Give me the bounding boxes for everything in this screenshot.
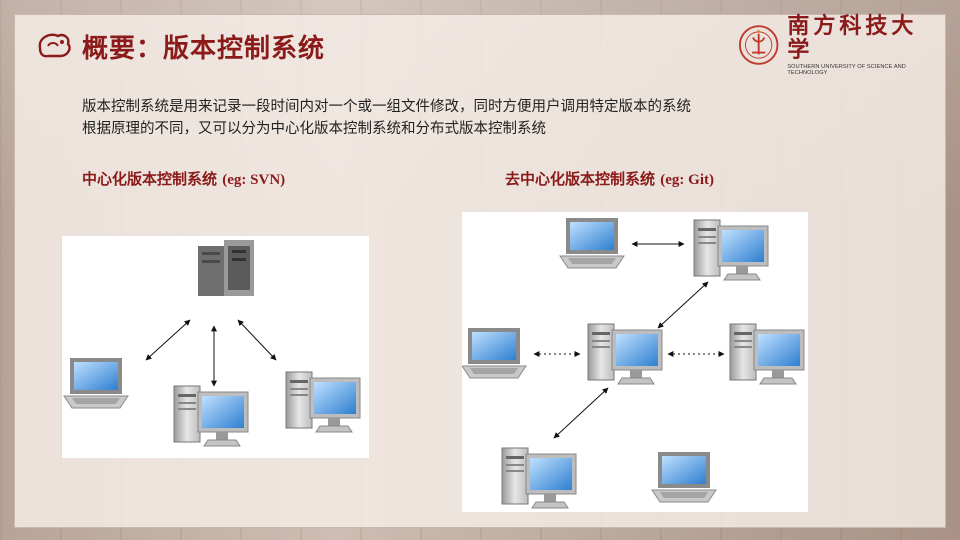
desktop-icon <box>693 219 769 281</box>
university-logo: 南方科技大学 SOUTHERN UNIVERSITY OF SCIENCE AN… <box>738 14 938 76</box>
distributed-diagram <box>462 212 808 512</box>
page-title: 概要：版本控制系统 <box>82 33 326 64</box>
logo-english-name: SOUTHERN UNIVERSITY OF SCIENCE AND TECHN… <box>787 64 906 76</box>
centralized-label: 中心化版本控制系统 <box>82 170 218 188</box>
university-seal-icon <box>738 25 779 65</box>
double-arrow-icon <box>237 319 277 361</box>
server-icon <box>198 240 254 296</box>
desktop-icon <box>173 385 249 447</box>
title-icon <box>38 33 71 58</box>
laptop-icon <box>462 327 527 379</box>
distributed-example: (eg: Git) <box>660 172 714 188</box>
desktop-icon <box>501 447 577 509</box>
double-arrow-icon <box>657 281 709 329</box>
title-row: 概要：版本控制系统 <box>34 26 325 66</box>
desktop-icon <box>587 323 663 385</box>
distributed-label: 去中心化版本控制系统 <box>505 170 656 188</box>
double-arrow-icon <box>553 387 609 439</box>
centralized-heading: 中心化版本控制系统 (eg: SVN) <box>82 168 285 189</box>
centralized-diagram <box>62 236 369 458</box>
laptop-icon <box>63 357 129 409</box>
description-line-1: 版本控制系统是用来记录一段时间内对一个或一组文件修改，同时方便用户调用特定版本的… <box>82 99 691 115</box>
description: 版本控制系统是用来记录一段时间内对一个或一组文件修改，同时方便用户调用特定版本的… <box>82 96 882 140</box>
double-arrow-icon <box>145 319 191 361</box>
laptop-icon <box>559 217 625 269</box>
desktop-icon <box>285 371 361 433</box>
description-line-2: 根据原理的不同，又可以分为中心化版本控制系统和分布式版本控制系统 <box>82 121 546 137</box>
distributed-heading: 去中心化版本控制系统 (eg: Git) <box>505 168 714 189</box>
desktop-icon <box>729 323 805 385</box>
laptop-icon <box>651 451 717 503</box>
centralized-example: (eg: SVN) <box>222 172 286 188</box>
logo-chinese-name: 南方科技大学 <box>787 13 918 63</box>
